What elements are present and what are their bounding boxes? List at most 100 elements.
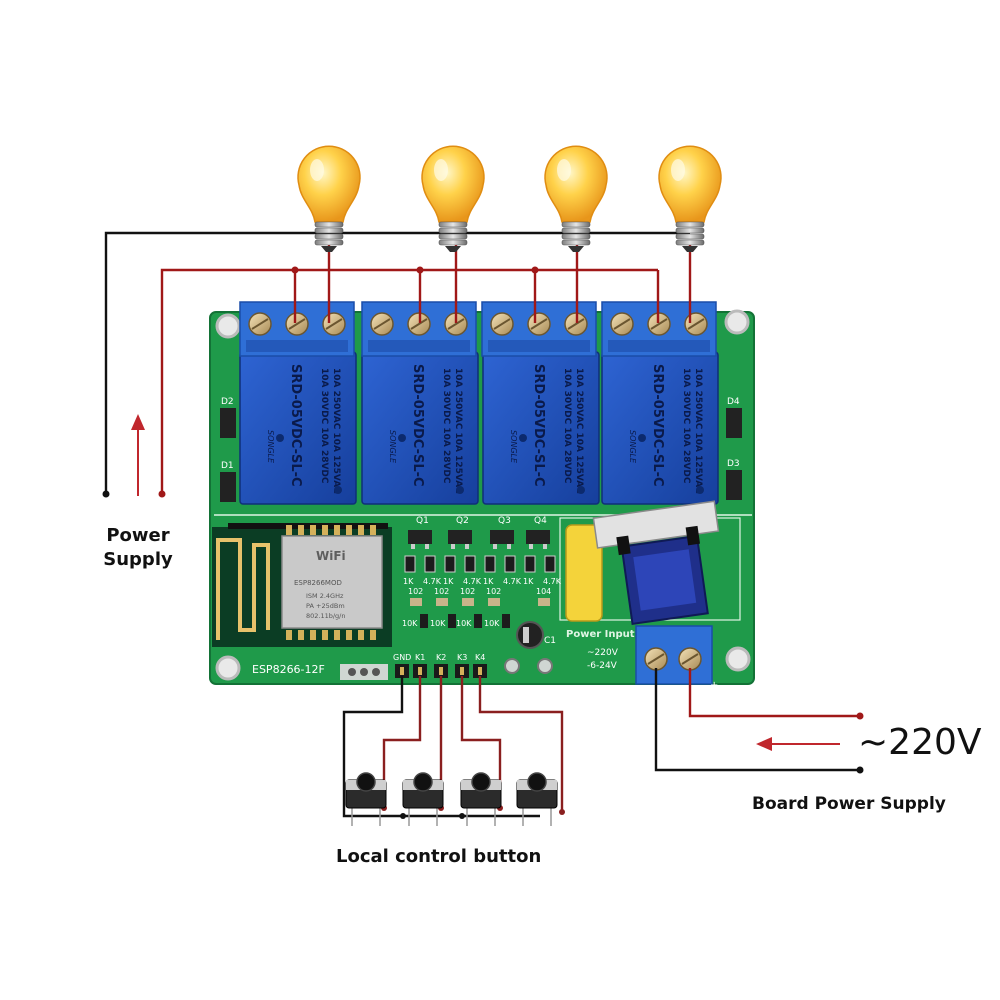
pulldown-resistor: 10K — [484, 614, 510, 628]
svg-text:D1: D1 — [221, 461, 234, 471]
light-bulb-icon — [297, 145, 361, 252]
mount-hole — [725, 646, 751, 672]
terminal-block — [239, 301, 355, 357]
svg-text:4.7K: 4.7K — [463, 577, 482, 586]
svg-text:D2: D2 — [221, 397, 234, 407]
svg-text:10K: 10K — [402, 619, 418, 628]
resistor: 4.7K — [463, 555, 482, 586]
svg-text:Q1: Q1 — [416, 516, 429, 526]
board-power-supply-label: Board Power Supply — [752, 794, 946, 814]
svg-text:102: 102 — [434, 587, 449, 596]
diode-d3: D3 — [726, 459, 742, 500]
pin-header: GND K1 K2 K3 K4 — [393, 653, 487, 678]
svg-text:1K: 1K — [403, 577, 414, 586]
capacitor-c1: C1 — [516, 621, 556, 649]
svg-text:102: 102 — [408, 587, 423, 596]
svg-text:1K: 1K — [483, 577, 494, 586]
svg-text:802.11b/g/n: 802.11b/g/n — [306, 612, 346, 620]
wire-board-ac-1 — [688, 668, 860, 718]
svg-text:D4: D4 — [727, 397, 740, 407]
svg-text:1K: 1K — [443, 577, 454, 586]
svg-text:Q4: Q4 — [534, 516, 547, 526]
svg-text:SRD-05VDC-SL-C: SRD-05VDC-SL-C — [288, 364, 303, 487]
jumper-pads — [340, 658, 553, 680]
diode-d4: D4 — [726, 397, 742, 438]
lamps — [297, 145, 722, 252]
wire-k4 — [478, 676, 564, 810]
svg-text:K4: K4 — [475, 653, 485, 662]
svg-text:K3: K3 — [457, 653, 467, 662]
svg-text:10A 30VDC 10A 28VDC: 10A 30VDC 10A 28VDC — [319, 368, 329, 484]
light-bulb-icon — [421, 145, 485, 252]
svg-text:10K: 10K — [430, 619, 446, 628]
diode-d2: D2 — [220, 397, 236, 438]
svg-text:104: 104 — [536, 587, 551, 596]
svg-text:K2: K2 — [436, 653, 446, 662]
svg-text:ESP8266-12F: ESP8266-12F — [252, 663, 325, 676]
resistor: 1K — [403, 555, 416, 586]
svg-text:10A 30VDC 10A 28VDC: 10A 30VDC 10A 28VDC — [441, 368, 451, 484]
svg-text:10A 250VAC 10A 125VAC: 10A 250VAC 10A 125VAC — [574, 368, 584, 494]
pulldown-resistor: 10K — [402, 614, 428, 628]
svg-text:SRD-05VDC-SL-C: SRD-05VDC-SL-C — [650, 364, 665, 487]
svg-text:4.7K: 4.7K — [543, 577, 562, 586]
mount-hole — [215, 313, 241, 339]
svg-text:SONGLE: SONGLE — [388, 430, 397, 464]
svg-text:PA +25dBm: PA +25dBm — [306, 602, 345, 610]
mount-hole — [724, 309, 750, 335]
local-control-button-label: Local control button — [336, 846, 542, 867]
resistor: 1K — [523, 555, 536, 586]
transistor: Q4 — [526, 516, 550, 549]
resistor: 4.7K — [543, 555, 562, 586]
diode-d1: D1 — [220, 461, 236, 502]
svg-text:-6-24V: -6-24V — [587, 661, 618, 671]
svg-text:~220V: ~220V — [587, 648, 619, 658]
svg-text:SONGLE: SONGLE — [266, 430, 275, 464]
esp8266-module: WiFi ESP8266MOD ISM 2.4GHz PA +25dBm 802… — [212, 523, 392, 676]
svg-text:10A 30VDC 10A 28VDC: 10A 30VDC 10A 28VDC — [681, 368, 691, 484]
wire-k1 — [382, 676, 422, 806]
wire-neutral — [104, 231, 690, 494]
transistor: Q2 — [448, 516, 472, 549]
header-pin: K2 — [434, 653, 448, 678]
svg-text:GND: GND — [393, 653, 411, 662]
svg-text:ESP8266MOD: ESP8266MOD — [294, 579, 342, 587]
power-module: Power Input ~220V -6-24V + — [565, 500, 720, 691]
push-buttons — [345, 772, 558, 826]
arrow-left-icon — [756, 737, 840, 751]
push-button-icon — [460, 772, 502, 826]
transistor: Q3 — [490, 516, 514, 549]
push-button-icon — [516, 772, 558, 826]
smd-capacitor: 102 — [460, 587, 475, 606]
svg-text:Q3: Q3 — [498, 516, 511, 526]
voltage-label: ~220V — [858, 722, 982, 763]
resistor: 4.7K — [503, 555, 522, 586]
wire-k3 — [460, 676, 502, 806]
svg-text:10A 250VAC 10A 125VAC: 10A 250VAC 10A 125VAC — [453, 368, 463, 494]
x-capacitor — [565, 524, 603, 622]
svg-text:10K: 10K — [484, 619, 500, 628]
svg-text:4.7K: 4.7K — [423, 577, 442, 586]
svg-text:+: + — [710, 680, 718, 691]
pulldown-resistor: 10K — [430, 614, 456, 628]
pcb-antenna — [216, 538, 270, 640]
mount-hole — [215, 655, 241, 681]
smd-capacitor: 102 — [486, 587, 501, 606]
svg-text:10K: 10K — [456, 619, 472, 628]
pulldown-resistor: 10K — [456, 614, 482, 628]
svg-text:102: 102 — [460, 587, 475, 596]
svg-text:SONGLE: SONGLE — [509, 430, 518, 464]
push-button-icon — [402, 772, 444, 826]
svg-text:SONGLE: SONGLE — [628, 430, 637, 464]
smd-capacitor: 102 — [434, 587, 449, 606]
header-pin: GND — [393, 653, 411, 678]
svg-text:K1: K1 — [415, 653, 425, 662]
svg-text:WiFi: WiFi — [316, 549, 346, 563]
